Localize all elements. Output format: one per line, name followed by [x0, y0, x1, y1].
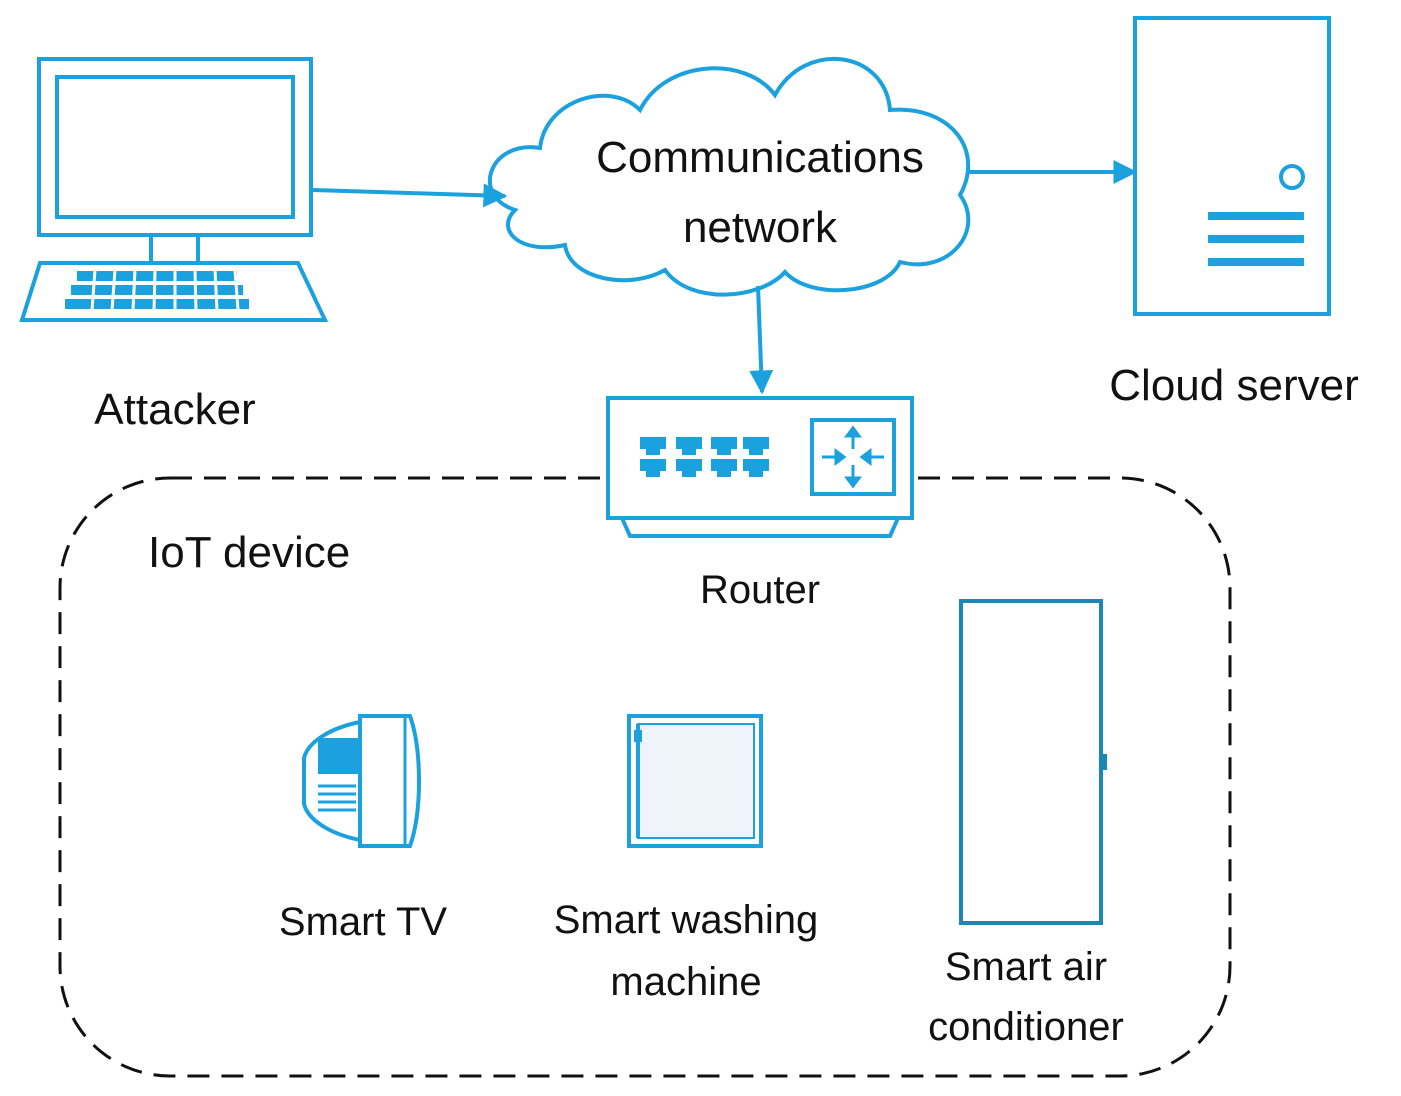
washing-machine-label-line2: machine: [610, 960, 761, 1004]
router-icon: [606, 396, 914, 538]
server-icon: [1133, 16, 1331, 316]
washing-machine-label-line1: Smart washing: [554, 898, 819, 942]
network-label-line1: Communications: [596, 133, 924, 182]
washing-machine-icon: [627, 714, 763, 848]
smart-tv-label: Smart TV: [279, 900, 448, 944]
air-conditioner-label-line2: conditioner: [928, 1005, 1124, 1049]
iot-device-label: IoT device: [148, 528, 350, 577]
cloud-icon: [487, 56, 971, 297]
edge-attacker-to-network: [312, 183, 508, 208]
air-conditioner-icon: [959, 599, 1107, 925]
laptop-icon: [19, 57, 329, 322]
attacker-label: Attacker: [94, 385, 255, 434]
iot-device-boundary: [58, 476, 1232, 1078]
edge-network-to-router: [749, 285, 774, 395]
air-conditioner-label-line1: Smart air: [945, 945, 1107, 989]
cloud-server-label: Cloud server: [1109, 361, 1358, 410]
smart-tv-icon: [302, 714, 421, 848]
network-label-line2: network: [683, 203, 838, 252]
router-label: Router: [700, 568, 820, 612]
